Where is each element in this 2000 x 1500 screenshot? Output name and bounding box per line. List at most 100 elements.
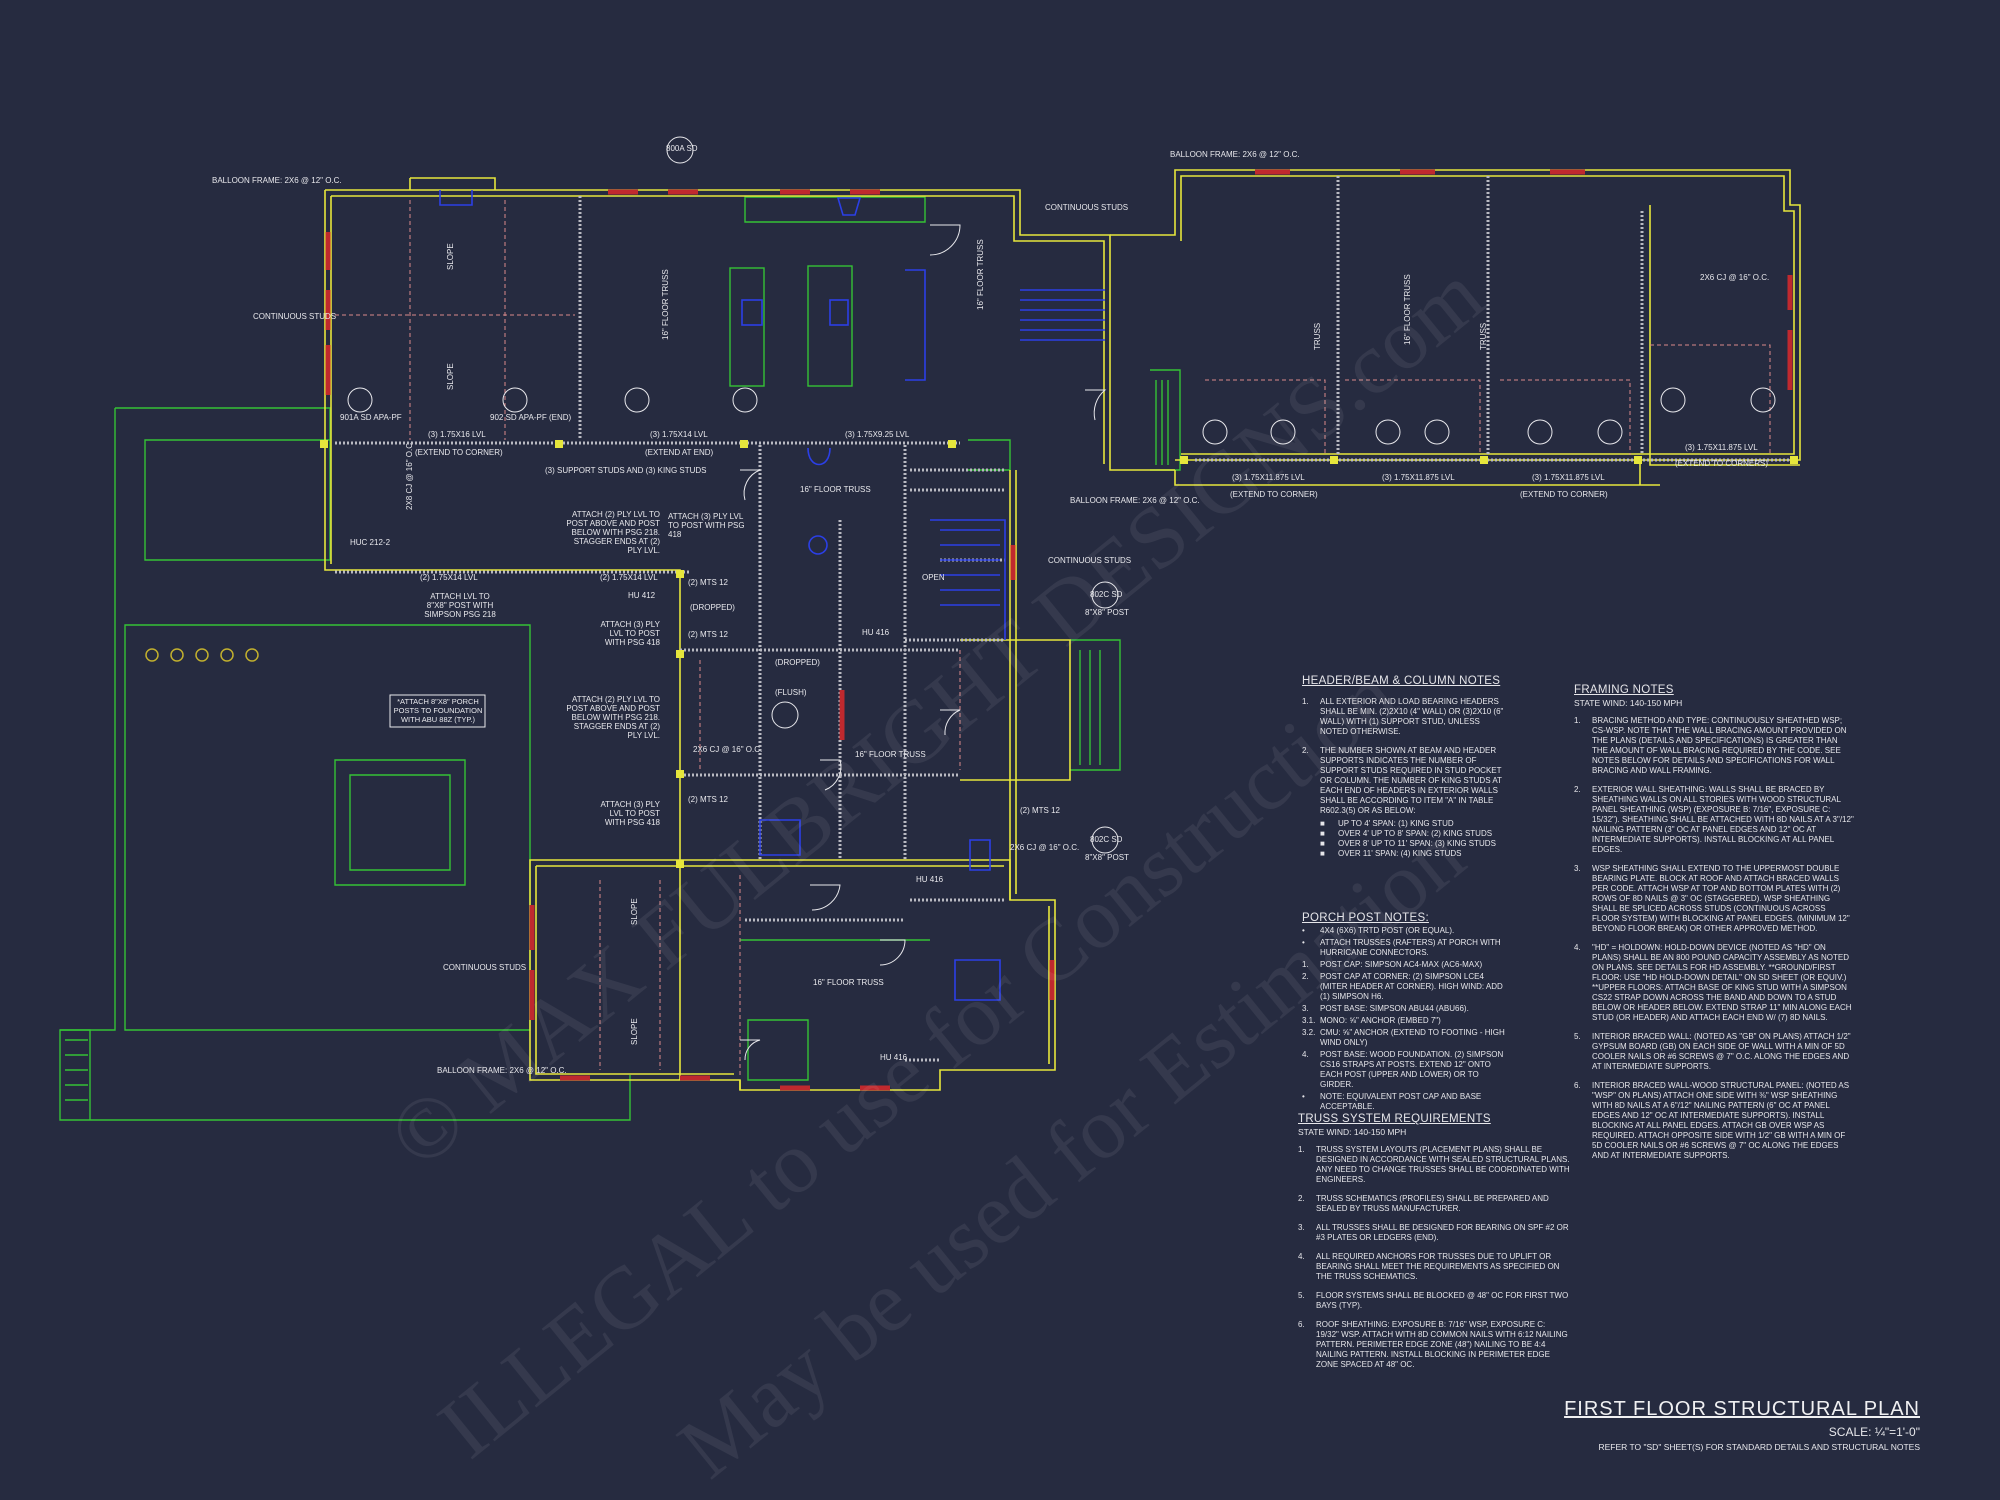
note-attach-4: ATTACH LVL TO 8"x8" POST WITH SIMPSON PS… bbox=[424, 592, 496, 619]
bearing-points bbox=[320, 440, 1798, 868]
label-balloon-frame-2: BALLOON FRAME: 2x6 @ 12" O.C. bbox=[1170, 150, 1300, 159]
plan-labels: BALLOON FRAME: 2x6 @ 12" O.C. BALLOON FR… bbox=[212, 144, 1769, 1075]
label-open: OPEN bbox=[922, 573, 945, 582]
label-tag-802c-1: 802C SD bbox=[1090, 590, 1123, 599]
label-lvl-1: (3) 1.75x16 LVL bbox=[428, 430, 486, 439]
note-attach-5: ATTACH (3) PLY LVL TO POST WITH PSG 418 bbox=[600, 620, 660, 647]
label-balloon-frame-3: BALLOON FRAME: 2x6 @ 12" O.C. bbox=[1070, 496, 1200, 505]
label-lvl-8: (3) 1.75x11.875 LVL bbox=[1532, 473, 1605, 482]
framing-notes: FRAMING NOTES STATE Wind: 140-150 mph 1.… bbox=[1574, 684, 1854, 1170]
framing-note: 4."HD" = HOLDOWN: HOLD-DOWN DEVICE (NOTE… bbox=[1574, 943, 1852, 1022]
header-subnote: ■OVER 11' SPAN: (4) KING STUDS bbox=[1320, 849, 1462, 858]
label-truss-2: TRUSS bbox=[1479, 323, 1488, 350]
porch-note: 2.POST CAP AT CORNER: (2) SIMPSON LCE4 (… bbox=[1302, 972, 1503, 1001]
door-swings bbox=[740, 224, 1107, 1061]
interior-framing bbox=[335, 176, 1795, 1062]
label-post-2: 8"x8" POST bbox=[1085, 853, 1129, 862]
porch-post-notes-title: PORCH POST NOTES: bbox=[1302, 912, 1429, 924]
header-note-1: 1.ALL EXTERIOR AND LOAD BEARING HEADERS … bbox=[1302, 697, 1504, 736]
label-lvl-4: (2) 1.75x14 LVL bbox=[420, 573, 478, 582]
label-cj-3: 2x6 CJ @ 16" O.C. bbox=[693, 745, 762, 754]
porch-note: •ATTACH TRUSSES (RAFTERS) AT PORCH WITH … bbox=[1302, 938, 1501, 957]
label-hu412: HU 412 bbox=[628, 591, 656, 600]
porch-note: 3.POST BASE: SIMPSON ABU44 (ABU66). bbox=[1302, 1004, 1469, 1013]
label-extend-corner-2: (EXTEND TO CORNER) bbox=[1230, 490, 1318, 499]
label-balloon-frame-4: BALLOON FRAME: 2x6 @ 12" O.C. bbox=[437, 1066, 567, 1075]
note-attach-3: ATTACH (3) PLY LVL TO POST WITH PSG 418 bbox=[668, 512, 745, 539]
truss-note: 1.TRUSS SYSTEM LAYOUTS (PLACEMENT PLANS)… bbox=[1298, 1145, 1570, 1184]
note-porch-posts: *ATTACH 8"x8" PORCH POSTS TO FOUNDATION … bbox=[394, 697, 483, 724]
label-cj-4: 2x6 CJ @ 16" O.C. bbox=[1010, 843, 1079, 852]
label-dropped-2: (DROPPED) bbox=[775, 658, 820, 667]
truss-requirements-subtitle: STATE Wind: 140-150 mph bbox=[1298, 1127, 1407, 1137]
header-note-2: 2.THE NUMBER SHOWN AT BEAM AND HEADER SU… bbox=[1302, 746, 1507, 859]
label-cj-2: 2x8 CJ @ 16" O.C. bbox=[405, 441, 414, 510]
porch-note: 1.POST CAP: SIMPSON AC4-MAX (AC6-MAX) bbox=[1302, 960, 1483, 969]
truss-note: 3.ALL TRUSSES SHALL BE DESIGNED FOR BEAR… bbox=[1298, 1223, 1569, 1242]
label-lvl-5: (2) 1.75x14 LVL bbox=[600, 573, 658, 582]
porch-posts-circles bbox=[145, 648, 259, 662]
sheet-scale: SCALE: ¼"=1'-0" bbox=[1828, 1425, 1920, 1439]
label-flush: (FLUSH) bbox=[775, 688, 807, 697]
label-tag-802c-2: 802C SD bbox=[1090, 835, 1123, 844]
site-porch-outlines bbox=[59, 196, 1181, 1121]
label-extend-end-1: (EXTEND AT END) bbox=[645, 448, 713, 457]
label-continuous-studs-2: CONTINUOUS STUDS bbox=[1045, 203, 1128, 212]
label-lvl-2: (3) 1.75x14 LVL bbox=[650, 430, 708, 439]
label-post-1: 8"x8" POST bbox=[1085, 608, 1129, 617]
sheet-title: FIRST FLOOR STRUCTURAL PLAN bbox=[1564, 1398, 1920, 1420]
label-floor-truss-2: 16" FLOOR TRUSS bbox=[855, 750, 926, 759]
label-continuous-studs-4: CONTINUOUS STUDS bbox=[443, 963, 526, 972]
truss-note: 4.ALL REQUIRED ANCHORS FOR TRUSSES DUE T… bbox=[1298, 1252, 1560, 1281]
note-attach-6: ATTACH (2) PLY LVL TO POST ABOVE AND POS… bbox=[566, 695, 660, 740]
header-subnote: ■UP TO 4' SPAN: (1) KING STUD bbox=[1320, 819, 1454, 828]
title-block: FIRST FLOOR STRUCTURAL PLAN SCALE: ¼"=1'… bbox=[1520, 1398, 1920, 1452]
framing-note: 6.INTERIOR BRACED WALL-WOOD STRUCTURAL P… bbox=[1574, 1081, 1850, 1160]
truss-note: 2.TRUSS SCHEMATICS (PROFILES) SHALL BE P… bbox=[1298, 1194, 1549, 1213]
label-extend-corner-3: (EXTEND TO CORNER) bbox=[1520, 490, 1608, 499]
label-lvl-3: (3) 1.75x9.25 LVL bbox=[845, 430, 910, 439]
truss-note: 6.ROOF SHEATHING: EXPOSURE B: 7/16" WSP,… bbox=[1298, 1320, 1568, 1369]
reference-note: REFER TO "SD" SHEET(S) FOR STANDARD DETA… bbox=[1598, 1442, 1920, 1452]
note-attach-7: ATTACH (3) PLY LVL TO POST WITH PSG 418 bbox=[600, 800, 660, 827]
label-lvl-9: (3) 1.75x11.875 LVL bbox=[1685, 443, 1758, 452]
framing-note: 1.BRACING METHOD AND TYPE: CONTINUOUSLY … bbox=[1574, 716, 1847, 775]
porch-note: 4.POST BASE: WOOD FOUNDATION. (2) SIMPSO… bbox=[1302, 1050, 1504, 1089]
note-attach-2: ATTACH (2) PLY LVL TO POST ABOVE AND POS… bbox=[566, 510, 660, 555]
label-slope-4: SLOPE bbox=[630, 1018, 639, 1045]
walls bbox=[324, 169, 1801, 1091]
label-huc: HUC 212-2 bbox=[350, 538, 391, 547]
label-floor-truss-4: 16" FLOOR TRUSS bbox=[661, 269, 670, 340]
header-subnote: ■OVER 8' UP TO 11' SPAN: (3) KING STUDS bbox=[1320, 839, 1496, 848]
label-floor-truss-3: 16" FLOOR TRUSS bbox=[813, 978, 884, 987]
label-continuous-studs-1: CONTINUOUS STUDS bbox=[253, 312, 336, 321]
label-floor-truss-6: 16" FLOOR TRUSS bbox=[1403, 274, 1412, 345]
label-truss-1: TRUSS bbox=[1313, 323, 1322, 350]
label-mts12-3: (2) MTS 12 bbox=[688, 795, 729, 804]
label-attach-note-1: (3) SUPPORT STUDS AND (3) KING STUDS bbox=[545, 466, 707, 475]
detail-tags bbox=[347, 136, 1776, 854]
label-hu416-2: HU 416 bbox=[916, 875, 944, 884]
label-slope-2: SLOPE bbox=[446, 363, 455, 390]
framing-note: 5.INTERIOR BRACED WALL: (NOTED AS "GB" O… bbox=[1574, 1032, 1851, 1071]
label-lvl-6: (3) 1.75x11.875 LVL bbox=[1232, 473, 1305, 482]
label-continuous-studs-3: CONTINUOUS STUDS bbox=[1048, 556, 1131, 565]
label-slope-1: SLOPE bbox=[446, 243, 455, 270]
label-floor-truss-1: 16" FLOOR TRUSS bbox=[800, 485, 871, 494]
framing-note: 2.EXTERIOR WALL SHEATHING: WALLS SHALL B… bbox=[1574, 785, 1854, 854]
label-balloon-frame-1: BALLOON FRAME: 2x6 @ 12" O.C. bbox=[212, 176, 342, 185]
header-subnote: ■OVER 4' UP TO 8' SPAN: (2) KING STUDS bbox=[1320, 829, 1493, 838]
label-mts12-2: (2) MTS 12 bbox=[688, 630, 729, 639]
header-beam-notes-title: HEADER/BEAM & COLUMN NOTES bbox=[1302, 675, 1501, 687]
framing-note: 3.WSP SHEATHING SHALL EXTEND TO THE UPPE… bbox=[1574, 864, 1850, 933]
fixtures bbox=[439, 190, 1105, 1001]
label-slope-3: SLOPE bbox=[630, 898, 639, 925]
label-mts12-4: (2) MTS 12 bbox=[1020, 806, 1061, 815]
header-beam-notes: HEADER/BEAM & COLUMN NOTES 1.ALL EXTERIO… bbox=[1302, 675, 1507, 868]
label-dropped-1: (DROPPED) bbox=[690, 603, 735, 612]
framing-notes-title: FRAMING NOTES bbox=[1574, 684, 1674, 696]
label-tag-800a: 800A SD bbox=[666, 144, 698, 153]
label-lvl-7: (3) 1.75x11.875 LVL bbox=[1382, 473, 1455, 482]
label-extend-corner-1: (EXTEND TO CORNER) bbox=[415, 448, 503, 457]
porch-note: •4X4 (6x6) TRTD POST (OR EQUAL). bbox=[1302, 926, 1455, 935]
